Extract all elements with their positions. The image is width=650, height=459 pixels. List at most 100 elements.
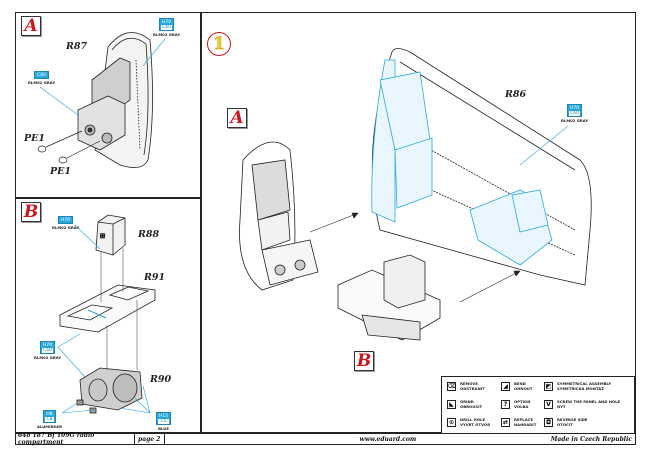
part-r87-drawing xyxy=(77,32,153,168)
grind-icon: ◣ xyxy=(447,400,456,410)
color-code-box: H15 C5 xyxy=(156,412,172,425)
color-name: RLM02 GRAY xyxy=(561,117,589,123)
color-code-box: H70 C60 xyxy=(158,18,175,31)
color-callout-a2: C60 RLM02 GRAY xyxy=(28,71,55,85)
color-code-box: C60 xyxy=(34,71,49,79)
color-code-box: H70 xyxy=(57,216,74,224)
color-code-gunze-h: H15 xyxy=(159,413,169,419)
drill-hole-icon: ⊙ xyxy=(447,418,456,428)
main-sub-a-letter: A xyxy=(227,108,247,128)
color-callout-b4: H15 C5 BLUE xyxy=(156,412,172,431)
color-code-gunze-h: H70 xyxy=(42,342,53,348)
color-name: ALUMINIUM xyxy=(37,423,62,429)
legend-text: SCREW THE PANEL AND HOLE xyxy=(557,399,621,404)
part-label-r90: R90 xyxy=(150,374,172,385)
legend-text: VOLBA xyxy=(514,403,529,409)
footer-product-title: 648 187 Bf 109G radio compartment xyxy=(15,432,135,446)
color-name: RLM02 GRAY xyxy=(28,79,56,85)
color-name: BLUE xyxy=(158,425,169,431)
callout-leader-main xyxy=(519,125,569,166)
callout-leaders-a xyxy=(39,38,166,116)
color-code-gunze-h: H70 xyxy=(161,19,172,25)
main-sub-b-letter: B xyxy=(354,351,374,371)
replace-icon: ⇄ xyxy=(501,418,510,428)
bend-icon: ◢ xyxy=(501,382,510,392)
color-callout-b1: H70 RLM02 GRAY xyxy=(52,216,79,230)
color-code-gunze-c: C60 xyxy=(568,110,581,116)
screw-panel-icon: V xyxy=(544,400,553,410)
color-name: RLM02 GRAY xyxy=(52,224,80,230)
color-callout-b3: H8 C8 ALUMINIUM xyxy=(37,410,62,429)
sheet-frame xyxy=(15,12,636,445)
legend-text: NYT xyxy=(557,403,566,409)
panel-a-letter: A xyxy=(21,16,41,36)
svg-text:✠: ✠ xyxy=(100,233,105,240)
part-label-r86: R86 xyxy=(505,89,527,100)
part-label-pe1-lower: PE1 xyxy=(50,166,71,177)
color-code-box: H8 C8 xyxy=(43,410,56,423)
color-code-box: H70 C60 xyxy=(39,341,56,354)
legend-text: REVERSE SIDE xyxy=(557,417,588,422)
color-code-gunze-h: H8 xyxy=(46,411,53,417)
part-label-r87: R87 xyxy=(66,41,88,52)
part-label-pe1-upper: PE1 xyxy=(24,133,45,144)
symmetrical-assembly-icon: ◩ xyxy=(544,382,553,392)
color-code-gunze-c: C60 xyxy=(41,347,54,353)
color-name: RLM02 GRAY xyxy=(34,354,62,360)
color-name: RLM02 GRAY xyxy=(153,31,181,37)
color-code-gunze-c: C8 xyxy=(45,416,54,422)
color-callout-a1: H70 C60 RLM02 GRAY xyxy=(153,18,180,37)
panel-divider-horizontal xyxy=(15,197,201,199)
callout-leaders-b xyxy=(57,224,151,414)
color-callout-main: H70 C60 RLM02 GRAY xyxy=(561,104,588,123)
pe1-parts-drawing xyxy=(37,130,101,164)
legend-text: BEND xyxy=(514,381,526,386)
legend-text: ODSTRANIT xyxy=(460,385,485,391)
part-r88-drawing: ✠ xyxy=(95,214,126,256)
legend-text: DRILL HOLE xyxy=(460,417,486,422)
part-r90-drawing xyxy=(76,367,143,414)
legend-text: REMOVE xyxy=(460,381,478,386)
assembly-guides-b xyxy=(100,248,138,370)
footer-website-link[interactable]: www.eduard.com xyxy=(359,435,417,443)
part-label-r91: R91 xyxy=(144,272,166,283)
part-r86-drawing xyxy=(371,48,592,286)
color-code-box: H70 C60 xyxy=(566,104,583,117)
color-code-gunze-c: C60 xyxy=(160,24,173,30)
reverse-side-icon: ◘ xyxy=(544,418,553,428)
legend-text: SYMETRICKÁ MONTÁŽ xyxy=(557,385,604,391)
panel-b-letter: B xyxy=(21,202,41,222)
footer-bar: 648 187 Bf 109G radio compartment page 2… xyxy=(15,432,636,446)
footer-divider xyxy=(15,432,636,434)
footer-made-in: Made in Czech Republic xyxy=(550,435,632,443)
step-number-badge: 1 xyxy=(207,32,231,56)
legend-text: VYVRT OTVOR xyxy=(460,421,491,427)
footer-page-number: page 2 xyxy=(135,433,165,445)
panel-divider-vertical xyxy=(200,12,202,433)
part-label-r88: R88 xyxy=(138,229,160,240)
part-r91-drawing xyxy=(59,284,156,333)
legend-text: SYMMETRICAL ASSEMBLY xyxy=(557,381,612,386)
legend-text: OTOČIT xyxy=(557,421,573,427)
part-r87-main-drawing xyxy=(239,141,319,291)
remove-icon: ⌫ xyxy=(447,382,456,392)
legend-text: REPLACE xyxy=(514,417,534,422)
part-b-main-drawing xyxy=(337,254,441,341)
color-code-gunze-h: H70 xyxy=(569,105,580,111)
color-code-gunze-c: C5 xyxy=(158,418,170,424)
legend-text: GRIND xyxy=(460,399,474,404)
legend-text: OBROUSIT xyxy=(460,403,483,409)
legend-text: OPTION xyxy=(514,399,531,404)
color-callout-b2: H70 C60 RLM02 GRAY xyxy=(34,341,61,360)
